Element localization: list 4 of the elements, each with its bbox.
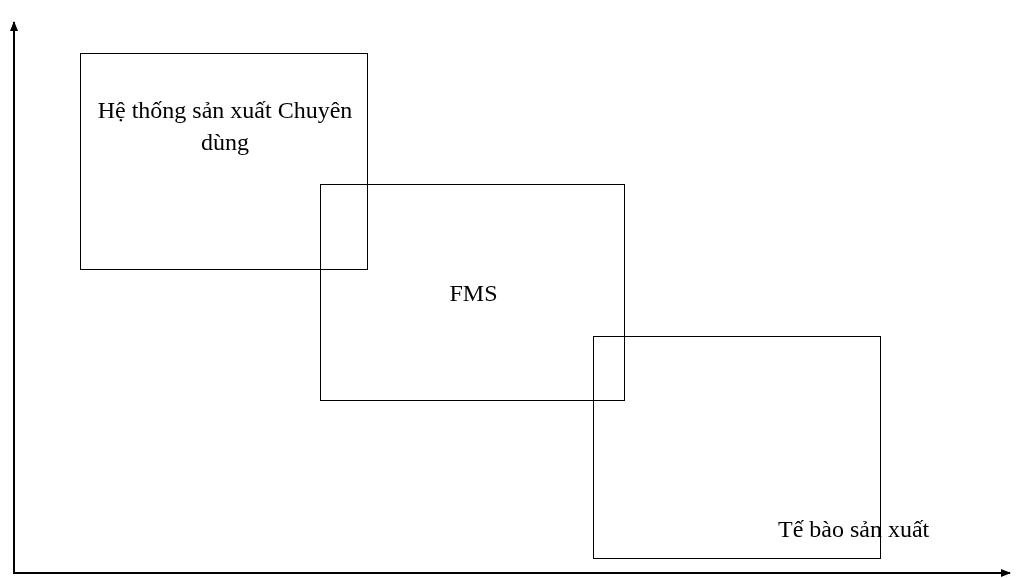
process-box — [80, 53, 368, 270]
process-box — [320, 184, 625, 401]
box-label: FMS — [448, 279, 499, 308]
box-label: Hệ thống sản xuất Chuyên dùng — [96, 96, 354, 157]
